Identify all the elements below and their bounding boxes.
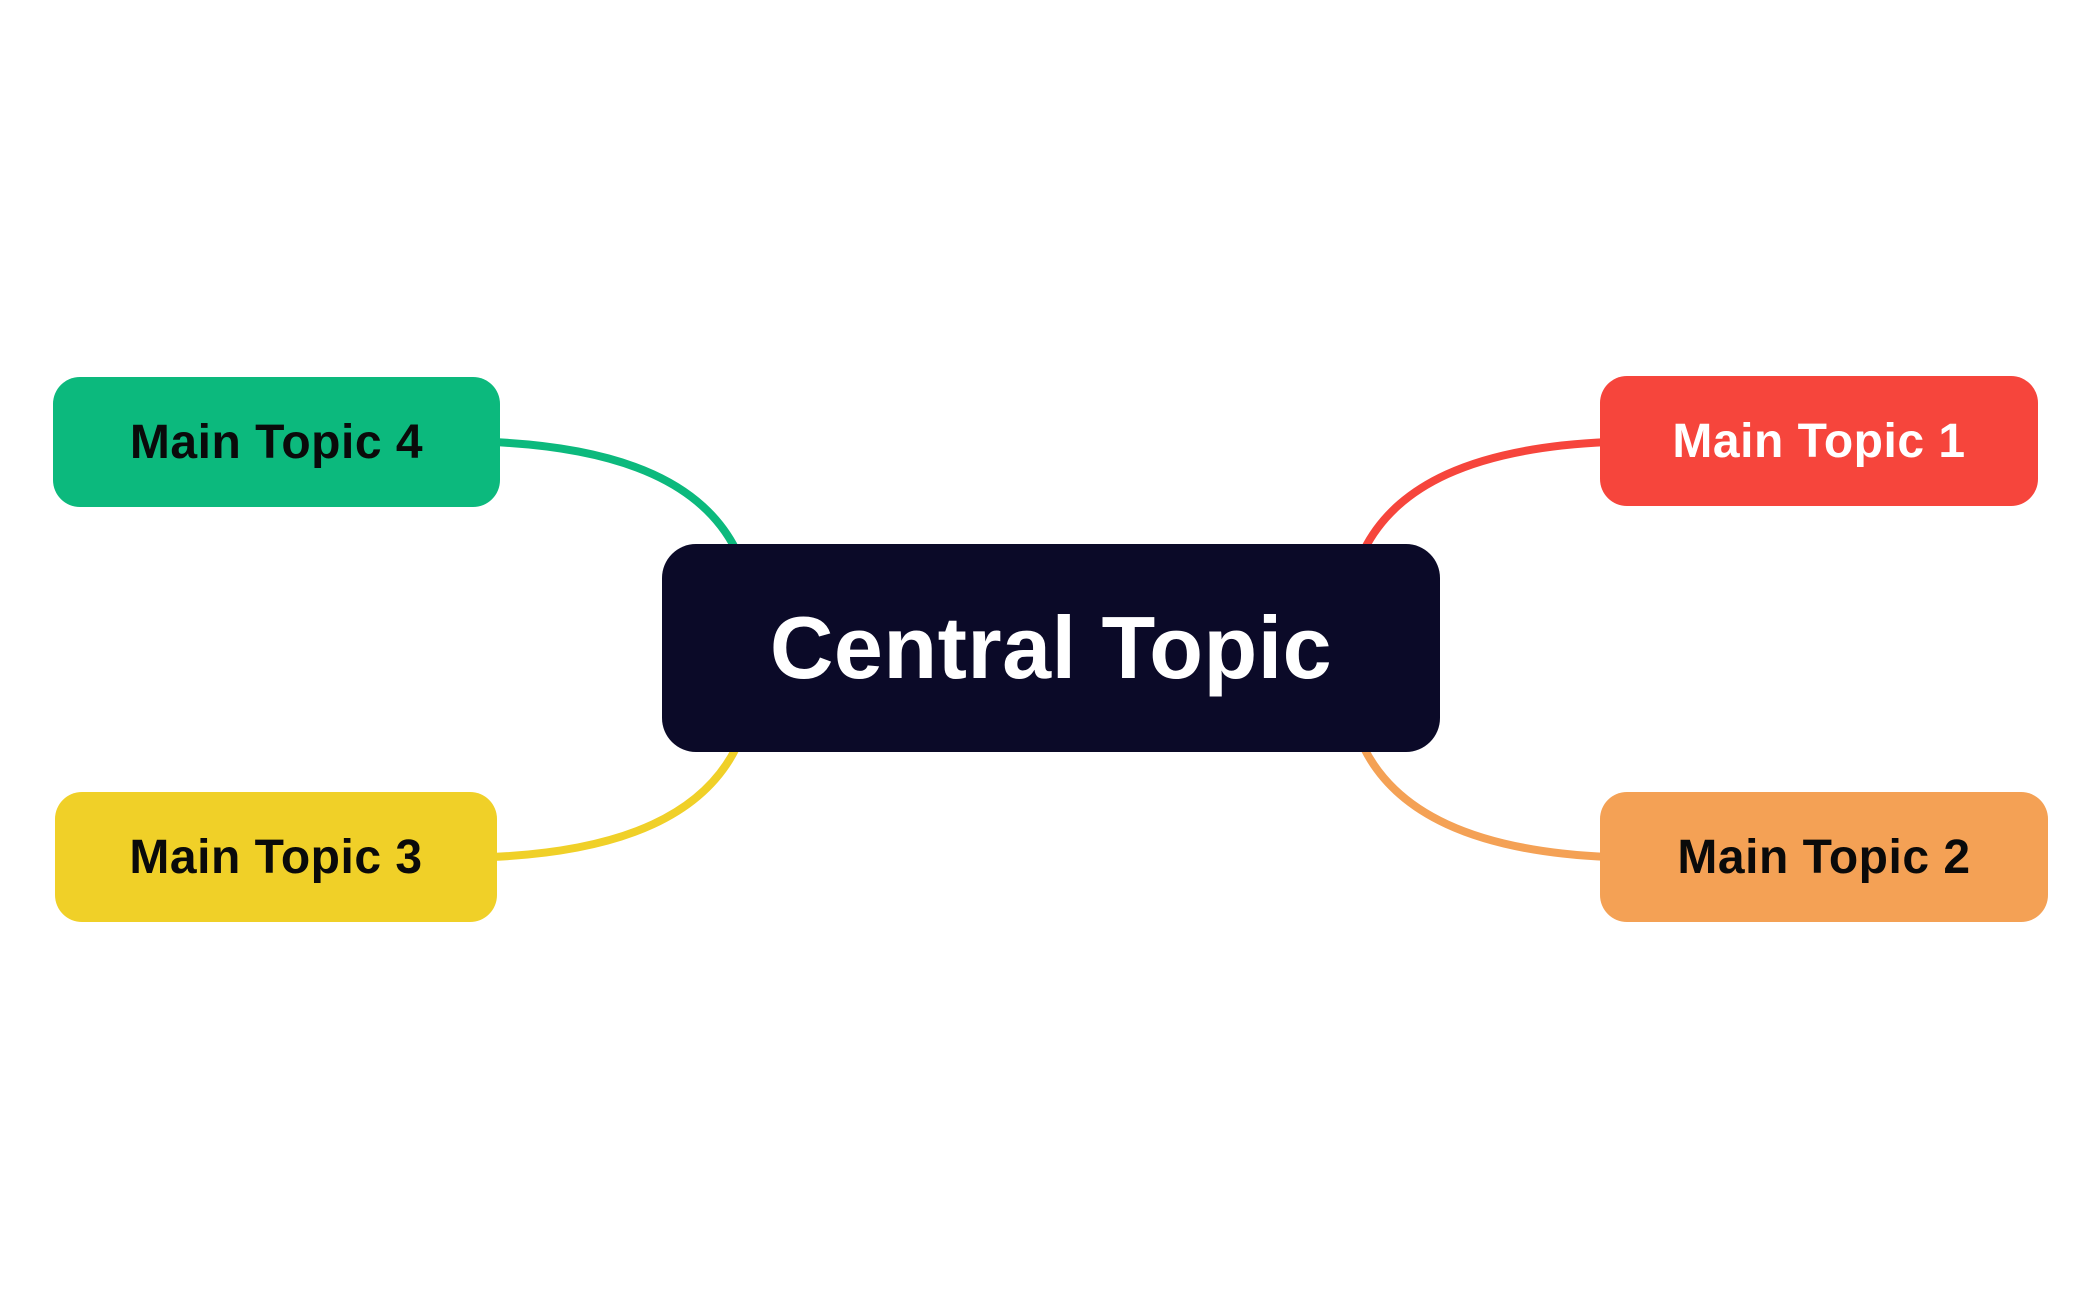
main-topic-3-label: Main Topic 3 <box>129 830 423 884</box>
main-topic-1-node[interactable]: Main Topic 1 <box>1600 376 2038 506</box>
main-topic-1-label: Main Topic 1 <box>1672 414 1966 468</box>
main-topic-2-label: Main Topic 2 <box>1677 830 1971 884</box>
main-topic-4-node[interactable]: Main Topic 4 <box>53 377 500 507</box>
connector-central-to-main-topic-4 <box>488 438 740 554</box>
central-topic-label: Central Topic <box>769 598 1333 697</box>
main-topic-3-node[interactable]: Main Topic 3 <box>55 792 497 922</box>
central-topic-node[interactable]: Central Topic <box>662 544 1440 752</box>
connector-central-to-main-topic-3 <box>488 744 740 861</box>
main-topic-2-node[interactable]: Main Topic 2 <box>1600 792 2048 922</box>
connector-central-to-main-topic-2 <box>1360 744 1612 861</box>
connector-central-to-main-topic-1 <box>1360 438 1612 554</box>
main-topic-4-label: Main Topic 4 <box>129 415 424 469</box>
